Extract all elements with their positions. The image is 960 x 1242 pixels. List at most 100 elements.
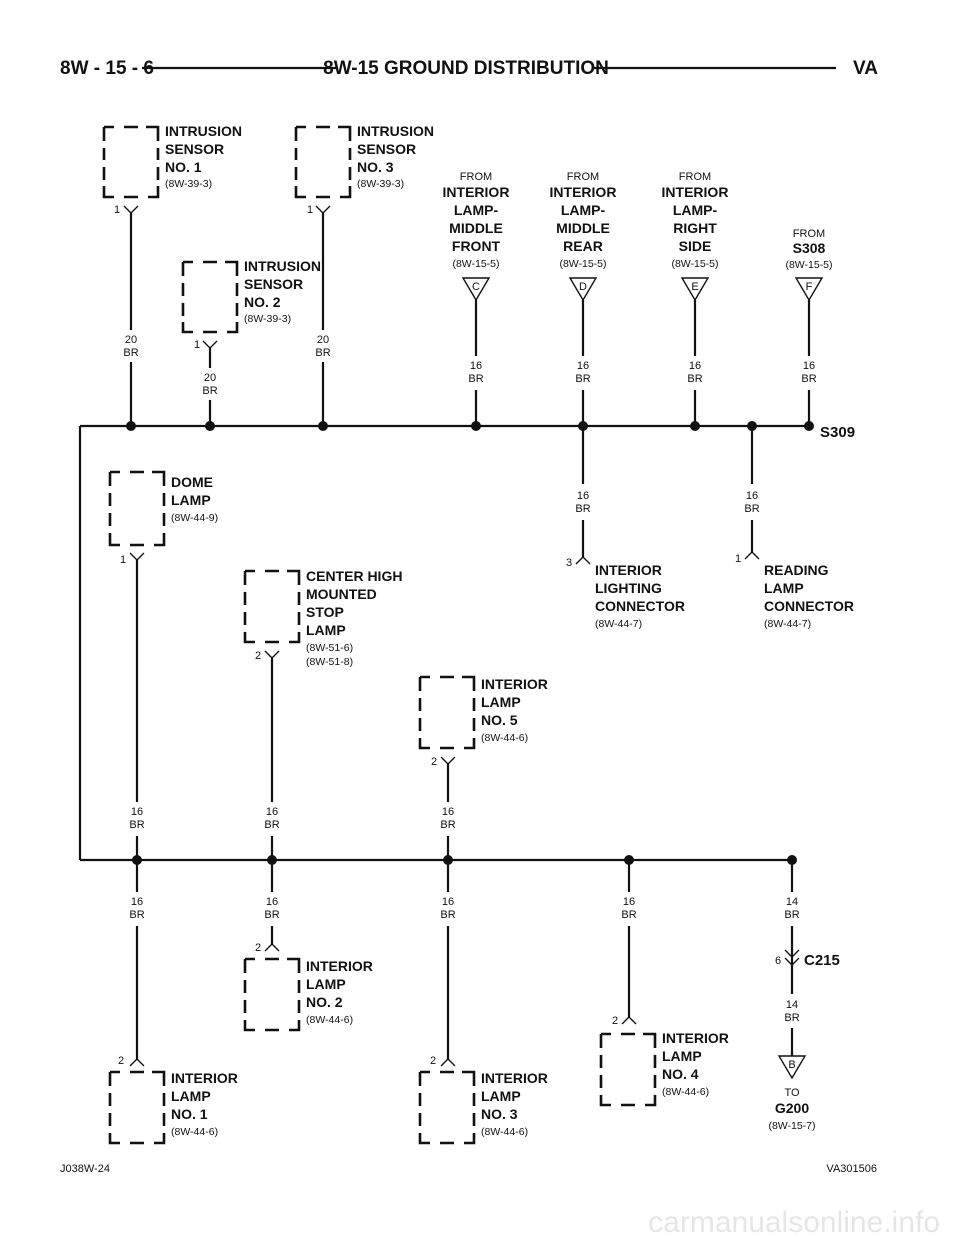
reference-link: (8W-51-8) xyxy=(306,656,353,668)
reference-link: (8W-39-3) xyxy=(244,313,291,325)
splice-label: S309 xyxy=(820,424,855,441)
component-outline xyxy=(243,957,301,1032)
wire-gauge: 16 xyxy=(577,360,589,372)
wire-gauge: 14 xyxy=(786,999,798,1011)
source-label-line: LAMP- xyxy=(673,202,718,218)
interior-lighting-connector: 16 BR 3 INTERIOR LIGHTING CONNECTOR (8W-… xyxy=(566,426,685,630)
interior-lamp-1: 16 BR 2 INTERIOR LAMP NO. 1 (8W-44-6) xyxy=(108,860,238,1145)
component-label-line: INTERIOR xyxy=(481,1070,548,1086)
wire-gauge: 16 xyxy=(131,896,143,908)
splice-dot xyxy=(804,421,814,431)
wire-color: BR xyxy=(123,347,138,359)
reference-link: (8W-44-6) xyxy=(662,1086,709,1098)
model-code: VA xyxy=(853,58,878,79)
component-label-line: LAMP xyxy=(764,580,804,596)
component-outline xyxy=(599,1032,657,1107)
off-page-connector-icon xyxy=(777,1055,807,1080)
off-page-connector-icon xyxy=(461,277,491,302)
figure-code-left: J038W-24 xyxy=(60,1163,110,1175)
wire-gauge: 20 xyxy=(317,334,329,346)
component-label-line: INTERIOR xyxy=(171,1070,238,1086)
component-label-line: LIGHTING xyxy=(595,580,662,596)
splice-dot xyxy=(126,421,136,431)
from-connector-f: FROM S308 (8W-15-5) F 16 BR xyxy=(785,228,833,426)
pin-number: 2 xyxy=(612,1015,618,1027)
pin-number: 1 xyxy=(194,339,200,351)
component-label-line: NO. 1 xyxy=(171,1106,208,1122)
splice-s309: S309 xyxy=(126,421,855,441)
female-terminal-icon xyxy=(129,1058,145,1067)
connector-letter: E xyxy=(691,281,698,293)
center-high-mounted-stop-lamp: CENTER HIGH MOUNTED STOP LAMP (8W-51-6) … xyxy=(243,568,402,860)
reference-link: (8W-15-5) xyxy=(559,258,606,270)
source-label-line: REAR xyxy=(563,238,603,254)
source-label-line: FRONT xyxy=(452,238,501,254)
from-label: FROM xyxy=(793,228,825,240)
interior-lamp-2: 16 BR 2 INTERIOR LAMP NO. 2 (8W-44-6) xyxy=(243,860,373,1032)
reference-link: (8W-44-6) xyxy=(306,1014,353,1026)
connector-letter: F xyxy=(806,281,813,293)
component-outline xyxy=(243,569,301,644)
pin-number: 2 xyxy=(255,942,261,954)
component-label-line: NO. 4 xyxy=(662,1066,699,1082)
wire-gauge: 16 xyxy=(746,490,758,502)
component-label-line: NO. 5 xyxy=(481,712,518,728)
splice-dot xyxy=(205,421,215,431)
wire-color: BR xyxy=(468,373,483,385)
interior-lamp-5: INTERIOR LAMP NO. 5 (8W-44-6) 2 16 BR xyxy=(418,675,548,860)
connector-letter: C xyxy=(472,281,480,293)
female-terminal-icon xyxy=(264,650,280,659)
wire-gauge: 16 xyxy=(623,896,635,908)
component-label-line: INTERIOR xyxy=(595,562,662,578)
intrusion-sensor-3: INTRUSION SENSOR NO. 3 (8W-39-3) 1 20 BR xyxy=(294,123,434,426)
component-label-line: CONNECTOR xyxy=(595,598,685,614)
source-label-line: LAMP- xyxy=(454,202,499,218)
connector-label: C215 xyxy=(804,952,840,969)
component-label-line: NO. 3 xyxy=(481,1106,518,1122)
from-label: FROM xyxy=(567,171,599,183)
component-outline xyxy=(102,125,160,199)
from-label: FROM xyxy=(679,171,711,183)
splice-dot xyxy=(318,421,328,431)
pin-number: 1 xyxy=(307,204,313,216)
wire-color: BR xyxy=(440,909,455,921)
component-label-line: NO. 1 xyxy=(165,159,202,175)
reference-link: (8W-15-5) xyxy=(671,258,718,270)
page-number: 8W - 15 - 6 xyxy=(60,58,154,79)
reference-link: (8W-44-9) xyxy=(171,512,218,524)
wire-color: BR xyxy=(801,373,816,385)
female-terminal-icon xyxy=(621,1016,637,1025)
pin-number: 6 xyxy=(775,955,781,967)
component-label-line: LAMP xyxy=(481,1088,521,1104)
component-label-line: LAMP xyxy=(171,1088,211,1104)
source-label-line: INTERIOR xyxy=(550,184,617,200)
component-label-line: NO. 2 xyxy=(244,294,281,310)
component-outline xyxy=(181,260,239,334)
reference-link: (8W-44-6) xyxy=(481,1126,528,1138)
header: 8W - 15 - 6 8W-15 GROUND DISTRIBUTION VA xyxy=(60,58,878,79)
source-label-line: INTERIOR xyxy=(662,184,729,200)
component-label-line: LAMP xyxy=(481,694,521,710)
wire-color: BR xyxy=(784,1012,799,1024)
wire-color: BR xyxy=(315,347,330,359)
pin-number: 2 xyxy=(118,1055,124,1067)
wire-gauge: 16 xyxy=(442,896,454,908)
reference-link: (8W-44-6) xyxy=(481,732,528,744)
component-label-line: LAMP xyxy=(171,492,211,508)
source-label-line: S308 xyxy=(793,240,826,256)
component-label-line: NO. 3 xyxy=(357,159,394,175)
wire-color: BR xyxy=(129,909,144,921)
component-label-line: CONNECTOR xyxy=(764,598,854,614)
component-label-line: LAMP xyxy=(306,622,346,638)
pin-number: 1 xyxy=(735,553,741,565)
figure-code-right: VA301506 xyxy=(826,1163,877,1175)
from-connector-e: FROM INTERIOR LAMP- RIGHT SIDE (8W-15-5)… xyxy=(662,171,729,426)
reference-link: (8W-15-5) xyxy=(452,258,499,270)
wire-color: BR xyxy=(784,909,799,921)
component-label-line: INTRUSION xyxy=(165,123,242,139)
source-label-line: INTERIOR xyxy=(443,184,510,200)
source-label-line: RIGHT xyxy=(673,220,717,236)
component-label-line: NO. 2 xyxy=(306,994,343,1010)
wire-gauge: 20 xyxy=(125,334,137,346)
component-label-line: INTERIOR xyxy=(306,958,373,974)
